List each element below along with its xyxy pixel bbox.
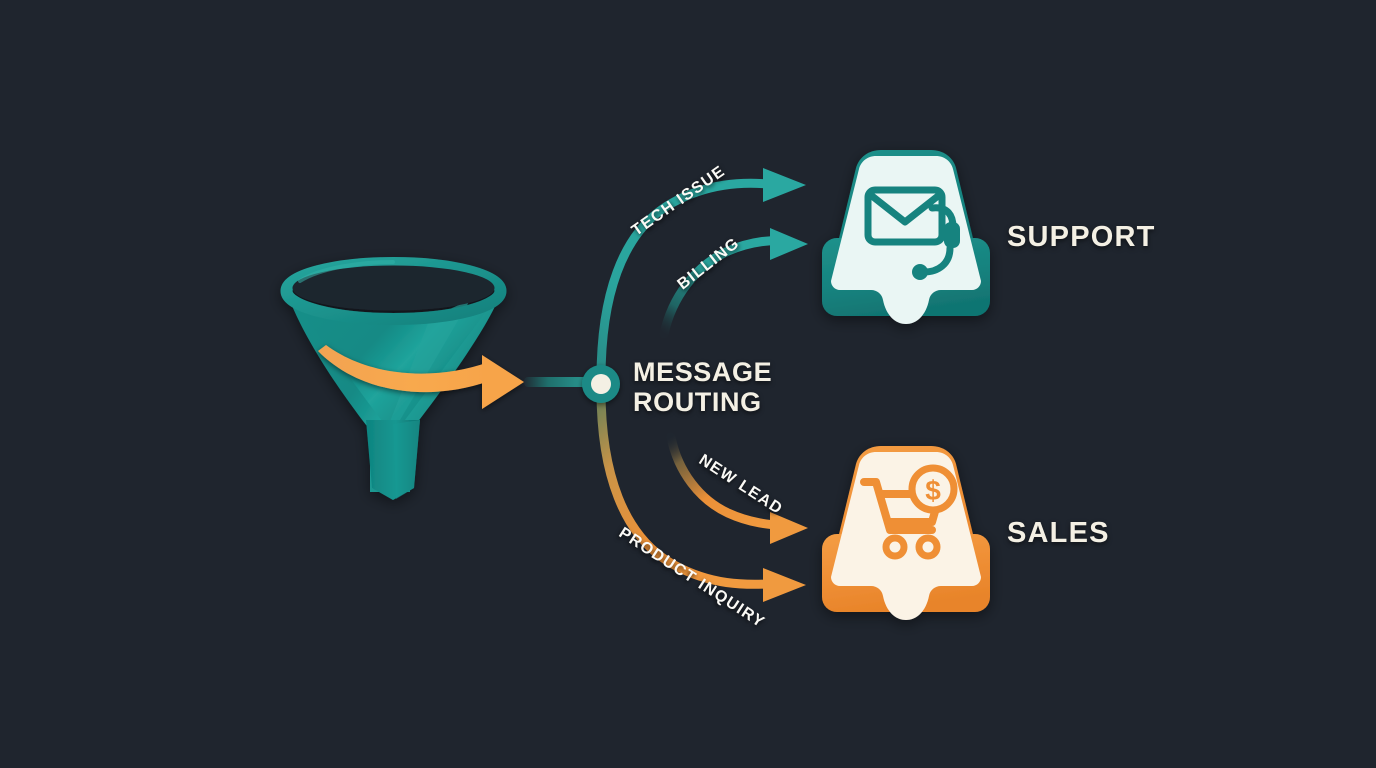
hub-title-line1: MESSAGE: [633, 357, 773, 387]
destination-label-support: SUPPORT: [1007, 221, 1156, 253]
funnel-to-hub-connector: [524, 377, 592, 387]
route-curve-tech-issue: [596, 168, 806, 384]
route-curve-billing: [659, 228, 808, 339]
inbox-envelope-headset-icon[interactable]: [822, 150, 1001, 324]
route-curve-product-inquiry: [596, 385, 806, 602]
inbox-cart-dollar-icon[interactable]: $: [822, 446, 990, 620]
svg-text:$: $: [925, 475, 941, 506]
hub-title-line2: ROUTING: [633, 387, 762, 418]
hub-title: MESSAGE ROUTING: [633, 357, 772, 417]
funnel-flow-arrow-icon: [318, 345, 524, 409]
hub-node-icon[interactable]: [582, 365, 620, 403]
route-curve-new-lead: [666, 432, 808, 544]
funnel-icon: [280, 257, 507, 500]
destination-label-sales: SALES: [1007, 517, 1110, 549]
